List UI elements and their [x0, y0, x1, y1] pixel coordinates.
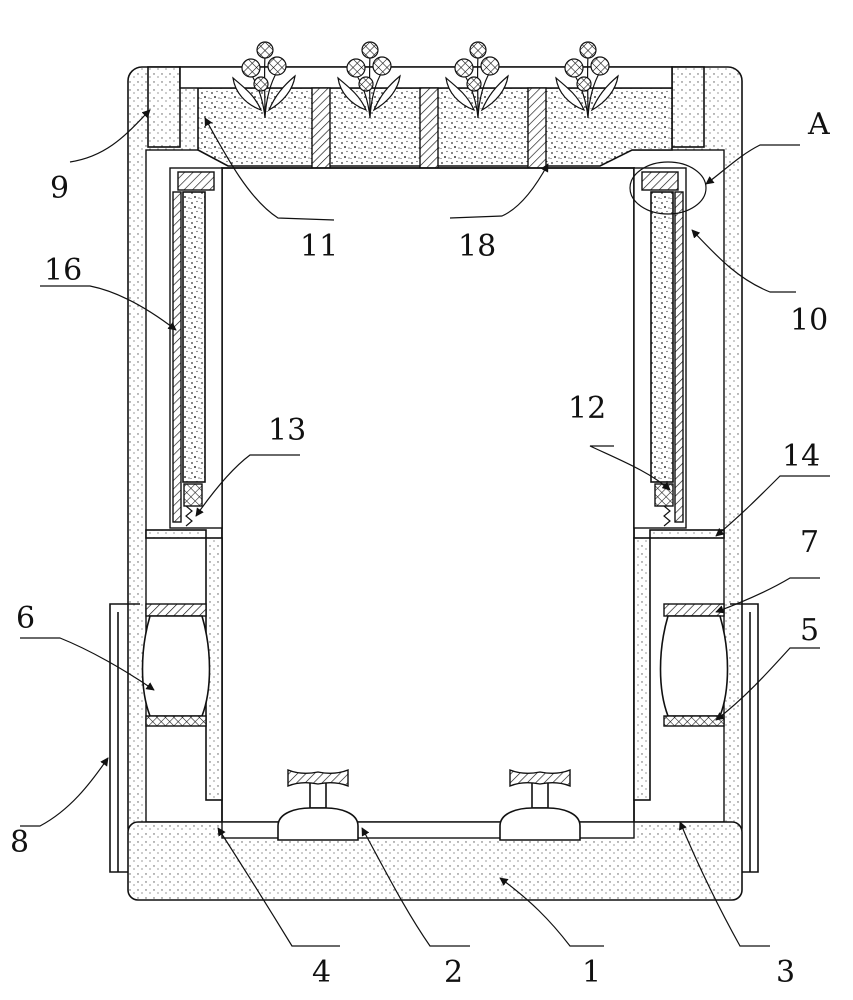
leader-8 — [20, 757, 109, 827]
divider-tube-3 — [527, 87, 547, 171]
divider-tube-2 — [419, 87, 439, 171]
left-shelf — [145, 529, 207, 539]
left-bottom-plate — [145, 715, 207, 727]
label-5: 5 — [800, 613, 819, 648]
leader-5 — [715, 647, 820, 721]
right-top-post — [671, 66, 705, 148]
label-7: 7 — [800, 525, 819, 560]
left-guide-rail — [172, 191, 182, 523]
divider-tube-1 — [311, 87, 331, 171]
label-16: 16 — [44, 253, 82, 288]
right-filter-column — [650, 191, 674, 483]
leader-16 — [40, 285, 177, 331]
right-bottom-plate — [663, 715, 725, 727]
left-top-post — [147, 66, 181, 148]
leader-14 — [715, 475, 830, 537]
leader-2 — [361, 827, 470, 947]
left-filter-block — [183, 483, 203, 507]
leader-6 — [20, 637, 155, 691]
leader-a — [705, 144, 800, 185]
label-8: 8 — [10, 825, 29, 860]
label-14: 14 — [782, 439, 820, 474]
label-2: 2 — [444, 955, 463, 990]
right-filter-block — [654, 483, 674, 507]
label-10: 10 — [790, 303, 828, 338]
leader-4 — [217, 827, 340, 947]
leader-18 — [449, 163, 549, 219]
right-shelf — [649, 529, 725, 539]
label-11: 11 — [300, 229, 338, 264]
right-guide-rail — [674, 191, 684, 523]
left-roller — [141, 615, 211, 717]
label-4: 4 — [312, 955, 331, 990]
leader-12 — [589, 445, 671, 491]
central-tank — [221, 167, 635, 839]
leader-9 — [69, 109, 151, 163]
left-filter-column — [182, 191, 206, 483]
left-top-plate — [145, 603, 207, 617]
leader-11 — [204, 117, 335, 221]
leader-7 — [715, 577, 820, 614]
label-12: 12 — [568, 391, 606, 426]
label-1: 1 — [582, 955, 601, 990]
label-a: A — [807, 107, 830, 142]
label-6: 6 — [16, 601, 35, 636]
left-spring — [185, 505, 193, 527]
leader-10 — [691, 229, 796, 293]
right-top-plate — [663, 603, 725, 617]
label-3: 3 — [776, 955, 795, 990]
left-bracket — [109, 603, 140, 873]
leader-1 — [499, 877, 604, 947]
right-spring — [663, 505, 671, 527]
label-13: 13 — [268, 413, 306, 448]
leader-13 — [195, 454, 300, 517]
label-9: 9 — [50, 171, 69, 206]
right-roller — [659, 615, 729, 717]
label-18: 18 — [458, 229, 496, 264]
detail-circle-a — [629, 161, 707, 215]
leader-3 — [679, 821, 770, 947]
